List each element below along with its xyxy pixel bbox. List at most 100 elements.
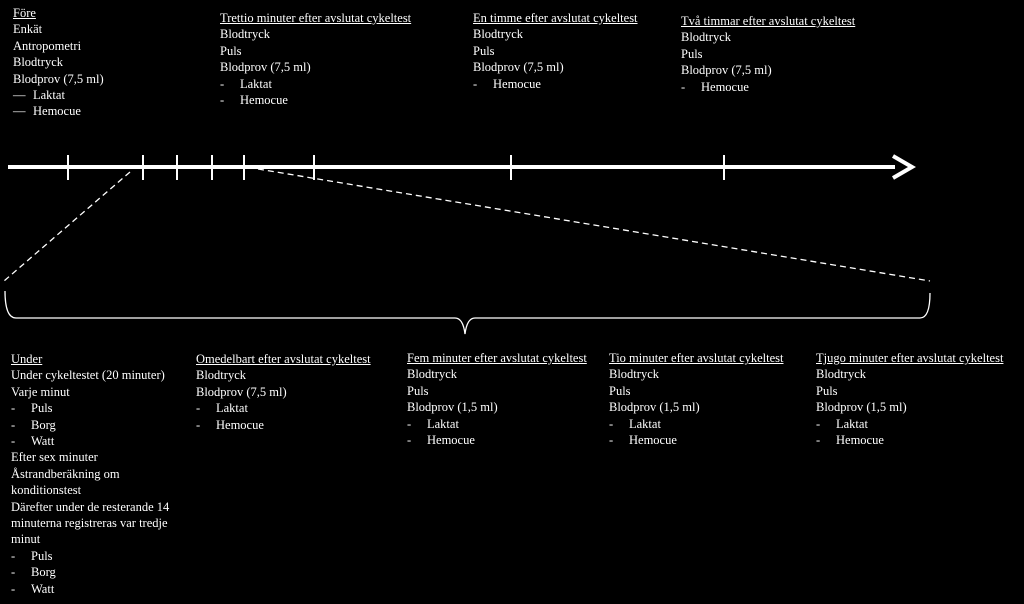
bullet-text: Puls bbox=[31, 401, 53, 416]
block-entimme: En timme efter avslutat cykeltest Blodtr… bbox=[473, 10, 638, 92]
block-under-line: Varje minut bbox=[11, 384, 70, 399]
block-fem-line: Blodtryck bbox=[407, 367, 457, 382]
block-trettio-bullet: -Hemocue bbox=[220, 92, 411, 108]
bullet-mark: - bbox=[196, 417, 201, 432]
block-tio-bullet: -Laktat bbox=[609, 416, 784, 432]
bullet-mark: - bbox=[11, 417, 16, 432]
block-entimme-line: Puls bbox=[473, 43, 495, 58]
block-tjugo-header: Tjugo minuter efter avslutat cykeltest bbox=[816, 351, 1004, 365]
bullet-text: Hemocue bbox=[216, 417, 264, 432]
block-under-bullet: -Watt bbox=[11, 581, 169, 597]
block-fore-line: Antropometri bbox=[13, 38, 82, 53]
bullet-text: Borg bbox=[31, 565, 56, 580]
block-fore-line: Enkät bbox=[13, 22, 43, 37]
block-trettio-bullet: -Laktat bbox=[220, 76, 411, 92]
bullet-text: Hemocue bbox=[493, 76, 541, 91]
bullet-mark: - bbox=[11, 434, 16, 449]
block-under-bullet: -Puls bbox=[11, 400, 169, 416]
zoom-line-right bbox=[257, 168, 931, 282]
bullet-text: Laktat bbox=[240, 76, 272, 91]
bullet-mark: - bbox=[11, 401, 16, 416]
block-fore-line: Blodprov (7,5 ml) bbox=[13, 71, 104, 86]
block-trettio-line: Puls bbox=[220, 43, 242, 58]
block-tvatimmar-line: Puls bbox=[681, 46, 703, 61]
block-trettio-header: Trettio minuter efter avslutat cykeltest bbox=[220, 11, 412, 25]
bullet-text: Laktat bbox=[629, 416, 661, 431]
bullet-text: Hemocue bbox=[701, 79, 749, 94]
block-entimme-header: En timme efter avslutat cykeltest bbox=[473, 11, 638, 25]
bullet-text: Laktat bbox=[33, 88, 65, 103]
bullet-mark: - bbox=[609, 433, 614, 448]
block-under-line: Åstrandberäkning om bbox=[11, 466, 120, 481]
block-tvatimmar-header: Två timmar efter avslutat cykeltest bbox=[681, 14, 856, 28]
bullet-text: Puls bbox=[31, 548, 53, 563]
block-tjugo-bullet: -Hemocue bbox=[816, 432, 1003, 448]
block-omedelbart-header: Omedelbart efter avslutat cykeltest bbox=[196, 352, 371, 366]
block-tvatimmar: Två timmar efter avslutat cykeltest Blod… bbox=[681, 13, 855, 95]
bullet-mark: — bbox=[13, 88, 26, 103]
block-fem-bullet: -Hemocue bbox=[407, 432, 587, 448]
bullet-text: Laktat bbox=[216, 401, 248, 416]
bullet-mark: - bbox=[816, 433, 821, 448]
bullet-text: Hemocue bbox=[836, 433, 884, 448]
bullet-mark: - bbox=[407, 433, 412, 448]
bullet-mark: - bbox=[196, 401, 201, 416]
zoom-line-left bbox=[3, 171, 131, 282]
block-fore: Före Enkät Antropometri Blodtryck Blodpr… bbox=[13, 5, 104, 120]
block-under-line: konditionstest bbox=[11, 483, 82, 498]
block-trettio: Trettio minuter efter avslutat cykeltest… bbox=[220, 10, 411, 108]
bullet-text: Hemocue bbox=[427, 433, 475, 448]
bullet-mark: - bbox=[220, 76, 225, 91]
bullet-mark: - bbox=[609, 416, 614, 431]
bullet-text: Watt bbox=[31, 434, 55, 449]
block-under-line: minuterna registreras var tredje bbox=[11, 516, 168, 531]
bullet-mark: — bbox=[13, 104, 26, 119]
block-omedelbart-line: Blodprov (7,5 ml) bbox=[196, 384, 287, 399]
block-fem-line: Blodprov (1,5 ml) bbox=[407, 400, 498, 415]
block-entimme-line: Blodtryck bbox=[473, 27, 523, 42]
block-tio-header: Tio minuter efter avslutat cykeltest bbox=[609, 351, 784, 365]
bullet-text: Watt bbox=[31, 581, 55, 596]
block-fore-bullet: — Hemocue bbox=[13, 103, 104, 119]
block-tjugo-line: Puls bbox=[816, 383, 838, 398]
bullet-mark: - bbox=[407, 416, 412, 431]
bullet-text: Hemocue bbox=[33, 104, 81, 119]
bullet-mark: - bbox=[816, 416, 821, 431]
zoom-brace bbox=[4, 290, 931, 335]
block-tjugo-line: Blodtryck bbox=[816, 367, 866, 382]
block-under-bullet: -Puls bbox=[11, 548, 169, 564]
bullet-mark: - bbox=[473, 76, 478, 91]
block-tjugo-bullet: -Laktat bbox=[816, 416, 1003, 432]
bullet-mark: - bbox=[220, 93, 225, 108]
block-omedelbart-line: Blodtryck bbox=[196, 368, 246, 383]
bullet-mark: - bbox=[11, 548, 16, 563]
block-under-line: minut bbox=[11, 532, 41, 547]
block-tio-line: Puls bbox=[609, 383, 631, 398]
block-fore-line: Blodtryck bbox=[13, 55, 63, 70]
block-fem-line: Puls bbox=[407, 383, 429, 398]
block-under-line: Därefter under de resterande 14 bbox=[11, 499, 170, 514]
block-fore-header: Före bbox=[13, 6, 36, 20]
block-omedelbart-bullet: -Hemocue bbox=[196, 417, 371, 433]
bullet-text: Hemocue bbox=[629, 433, 677, 448]
bullet-text: Laktat bbox=[836, 416, 868, 431]
bullet-mark: - bbox=[11, 565, 16, 580]
block-trettio-line: Blodtryck bbox=[220, 27, 270, 42]
block-tio-line: Blodtryck bbox=[609, 367, 659, 382]
block-tvatimmar-line: Blodprov (7,5 ml) bbox=[681, 63, 772, 78]
block-under-line: Under cykeltestet (20 minuter) bbox=[11, 368, 165, 383]
block-tjugo-line: Blodprov (1,5 ml) bbox=[816, 400, 907, 415]
block-trettio-line: Blodprov (7,5 ml) bbox=[220, 60, 311, 75]
timeline-arrowhead bbox=[891, 154, 916, 180]
block-fem-header: Fem minuter efter avslutat cykeltest bbox=[407, 351, 587, 365]
block-entimme-bullet: -Hemocue bbox=[473, 76, 638, 92]
block-fem-bullet: -Laktat bbox=[407, 416, 587, 432]
block-fore-bullet: — Laktat bbox=[13, 87, 104, 103]
bullet-text: Hemocue bbox=[240, 93, 288, 108]
bullet-mark: - bbox=[11, 581, 16, 596]
block-under-bullet: -Borg bbox=[11, 564, 169, 580]
block-under-bullet: -Watt bbox=[11, 433, 169, 449]
bullet-text: Borg bbox=[31, 417, 56, 432]
